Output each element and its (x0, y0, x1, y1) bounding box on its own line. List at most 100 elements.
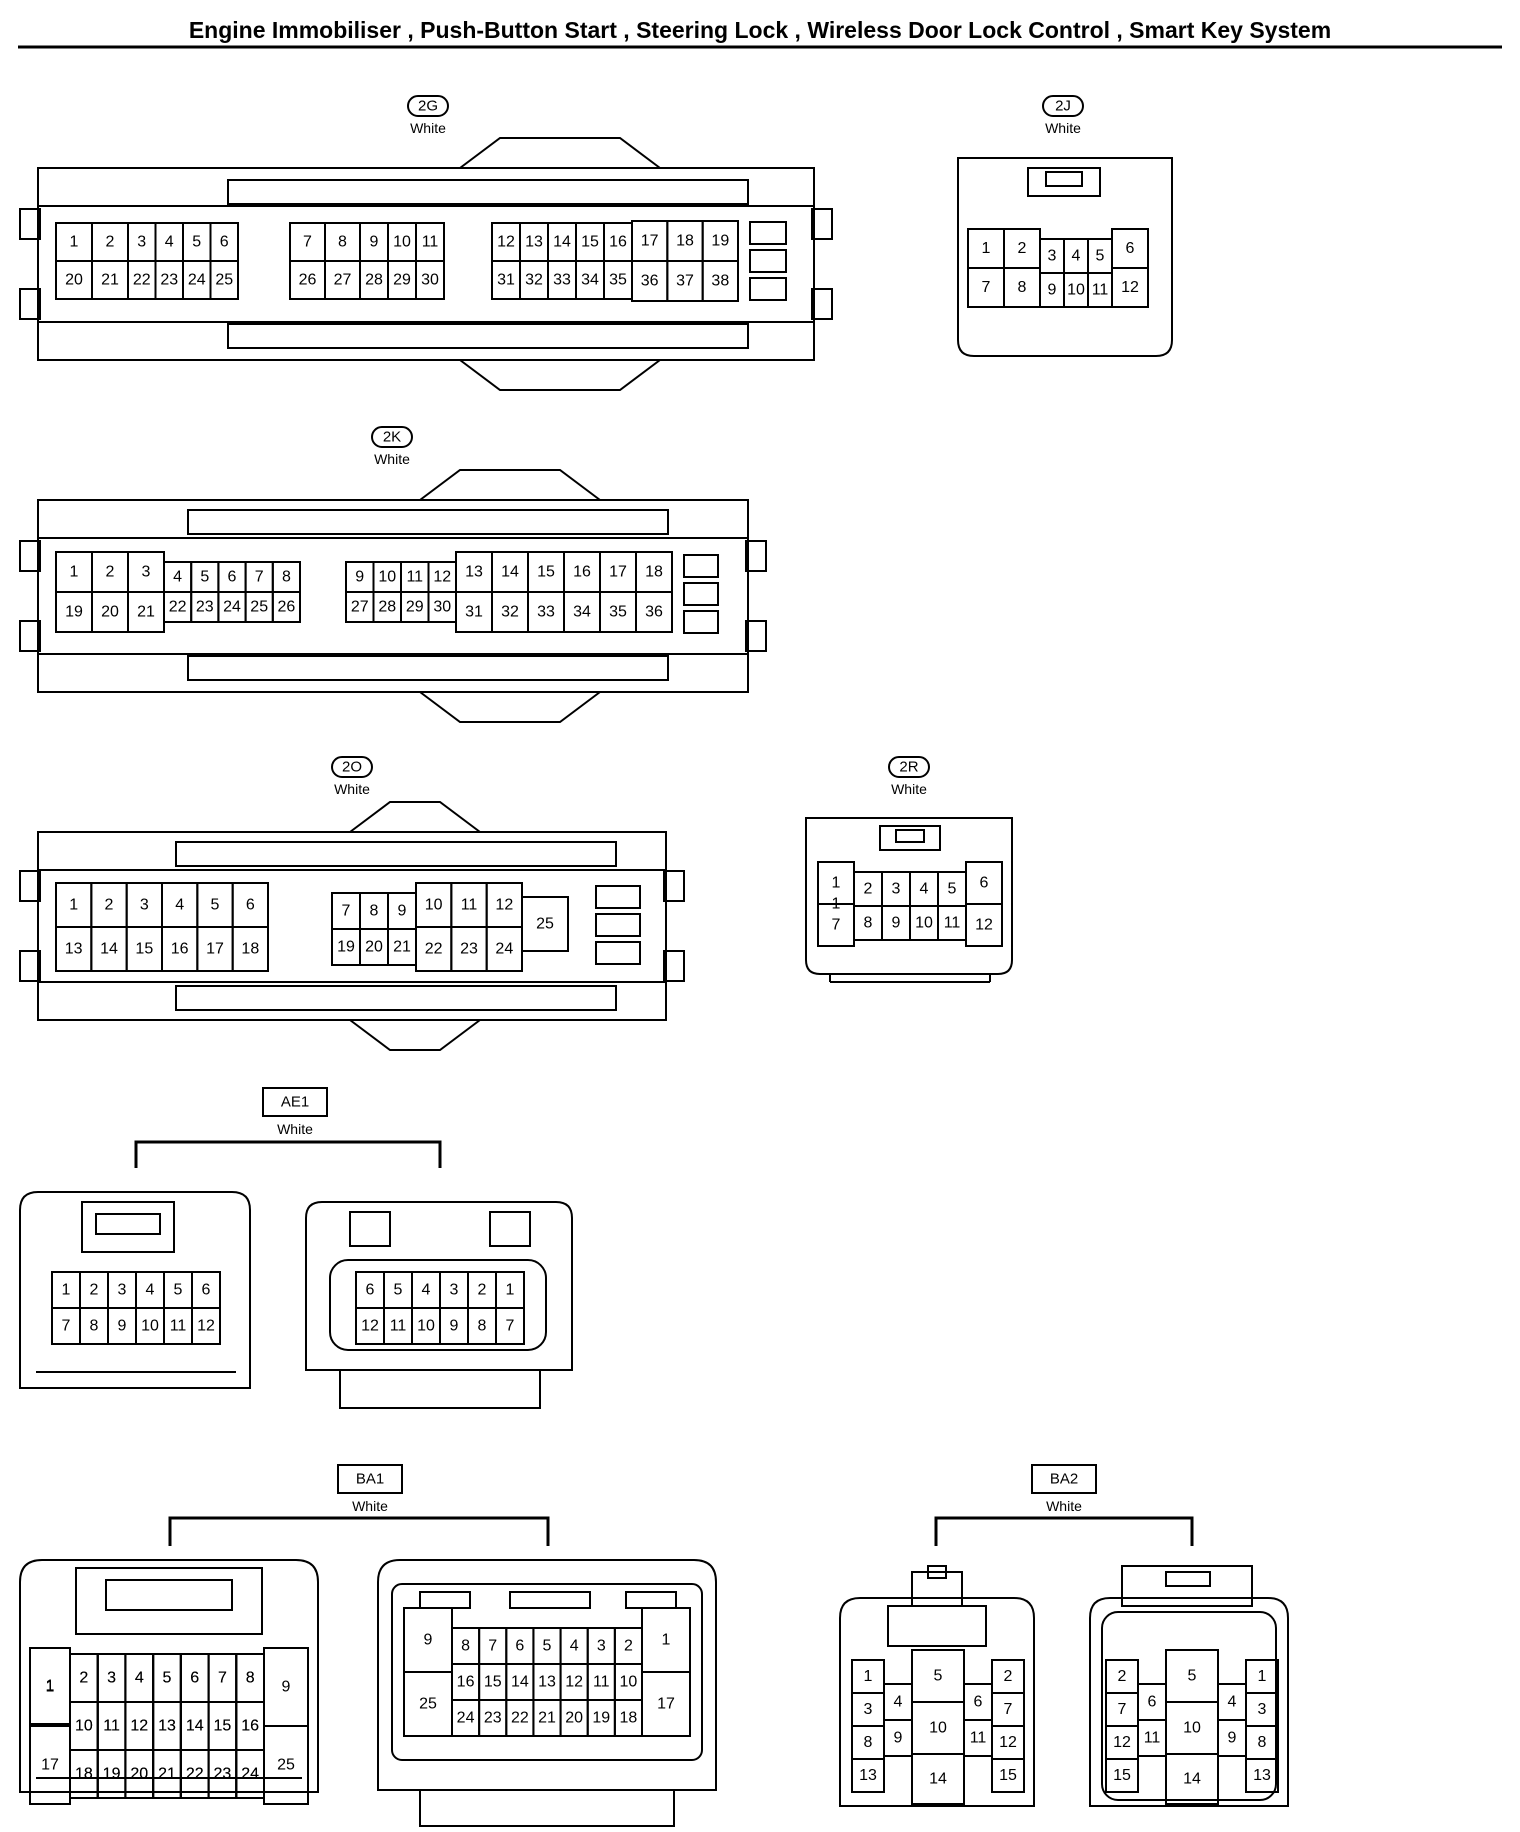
terminal-number: 35 (609, 604, 627, 621)
terminal-number: 9 (370, 234, 379, 251)
housing-outline (419, 1789, 675, 1827)
terminal-number: 18 (241, 941, 259, 958)
housing-outline (683, 582, 719, 606)
housing-outline (1045, 171, 1083, 187)
page-title: Engine Immobiliser , Push-Button Start ,… (188, 17, 1332, 43)
terminal-number: 29 (406, 599, 424, 616)
terminal-number: 11 (970, 1730, 987, 1747)
terminal-number: 19 (103, 1766, 121, 1783)
housing-outline (489, 1211, 531, 1247)
terminal-number: 6 (228, 569, 237, 586)
terminal-number: 22 (133, 272, 151, 289)
label-pill (1042, 95, 1084, 117)
housing-outline (887, 1605, 987, 1647)
terminal-number: 22 (511, 1710, 529, 1727)
terminal-number: 27 (334, 272, 352, 289)
housing-outline (1121, 1565, 1253, 1607)
terminal-number: 5 (200, 569, 209, 586)
terminal-number: 3 (107, 1670, 116, 1687)
terminal-number: 8 (1018, 279, 1027, 296)
connector-code: BA1 (356, 1471, 384, 1488)
housing-outline (934, 1516, 1194, 1546)
housing-outline (227, 323, 749, 349)
housing-outline (1101, 1611, 1277, 1801)
connector-color: White (277, 1121, 313, 1137)
terminal-number: 20 (101, 604, 119, 621)
terminal-number: 13 (525, 234, 543, 251)
terminal-number: 38 (711, 273, 729, 290)
terminal-number: 16 (241, 1718, 259, 1735)
terminal-number: 18 (620, 1710, 638, 1727)
terminal-number: 12 (975, 917, 993, 934)
label-pill (407, 95, 449, 117)
terminal-number: 17 (41, 1757, 59, 1774)
terminal-number: 25 (419, 1696, 437, 1713)
terminal-number: 23 (196, 599, 214, 616)
terminal-number: 11 (593, 1674, 610, 1691)
terminal-number: 5 (192, 234, 201, 251)
terminal-number: 4 (570, 1638, 579, 1655)
terminal-number: 8 (246, 1670, 255, 1687)
terminal-number: 6 (515, 1638, 524, 1655)
terminal-number: 10 (393, 234, 411, 251)
housing-outline (329, 1259, 547, 1351)
housing-outline (745, 540, 767, 572)
terminal-number: 17 (609, 564, 627, 581)
terminal-number: 7 (506, 1318, 515, 1335)
housing-outline (187, 509, 669, 535)
terminal-number: 7 (832, 917, 841, 934)
terminal-cell (1111, 267, 1149, 308)
terminal-number: 32 (525, 272, 543, 289)
housing-outline (749, 277, 787, 301)
terminal-number: 10 (915, 915, 933, 932)
terminal-number: 11 (1092, 282, 1109, 299)
terminal-number: 9 (1228, 1730, 1237, 1747)
terminal-number: 11 (103, 1718, 120, 1735)
housing-outline (749, 249, 787, 273)
terminal-number: 10 (378, 569, 396, 586)
terminal-number: 18 (645, 564, 663, 581)
terminal-cell (1165, 1753, 1219, 1805)
terminal-number: 12 (130, 1718, 148, 1735)
housing-outline (805, 817, 1013, 975)
terminal-number: 9 (892, 915, 901, 932)
terminal-number: 23 (484, 1710, 502, 1727)
terminal-number: 7 (342, 903, 351, 920)
terminal-number: 22 (169, 599, 187, 616)
terminal-number: 14 (501, 564, 519, 581)
terminal-number: 22 (186, 1766, 204, 1783)
terminal-number: 12 (433, 569, 451, 586)
terminal-number: 12 (1121, 279, 1139, 296)
terminal-number: 11 (390, 1318, 407, 1335)
housing-outline (895, 829, 925, 843)
terminal-number: 1 (46, 1679, 55, 1696)
housing-outline (349, 1019, 481, 1051)
housing-outline (811, 288, 833, 320)
terminal-number: 24 (495, 941, 513, 958)
terminal-number: 10 (75, 1718, 93, 1735)
housing-outline (175, 985, 617, 1011)
terminal-number: 8 (246, 1670, 255, 1687)
terminal-number: 12 (130, 1718, 148, 1735)
terminal-number: 4 (135, 1670, 144, 1687)
terminal-number: 8 (461, 1638, 470, 1655)
terminal-number: 7 (982, 279, 991, 296)
terminal-number: 8 (370, 903, 379, 920)
terminal-number: 1 (832, 875, 841, 892)
terminal-number: 25 (536, 916, 554, 933)
housing-outline (19, 1559, 319, 1793)
terminal-number: 9 (118, 1318, 127, 1335)
terminal-number: 23 (460, 941, 478, 958)
terminal-number: 7 (255, 569, 264, 586)
terminal-cell (641, 1671, 691, 1737)
terminal-number: 5 (1096, 248, 1105, 265)
terminal-number: 11 (103, 1718, 120, 1735)
terminal-number: 5 (163, 1670, 172, 1687)
terminal-number: 21 (538, 1710, 556, 1727)
terminal-number: 8 (478, 1318, 487, 1335)
